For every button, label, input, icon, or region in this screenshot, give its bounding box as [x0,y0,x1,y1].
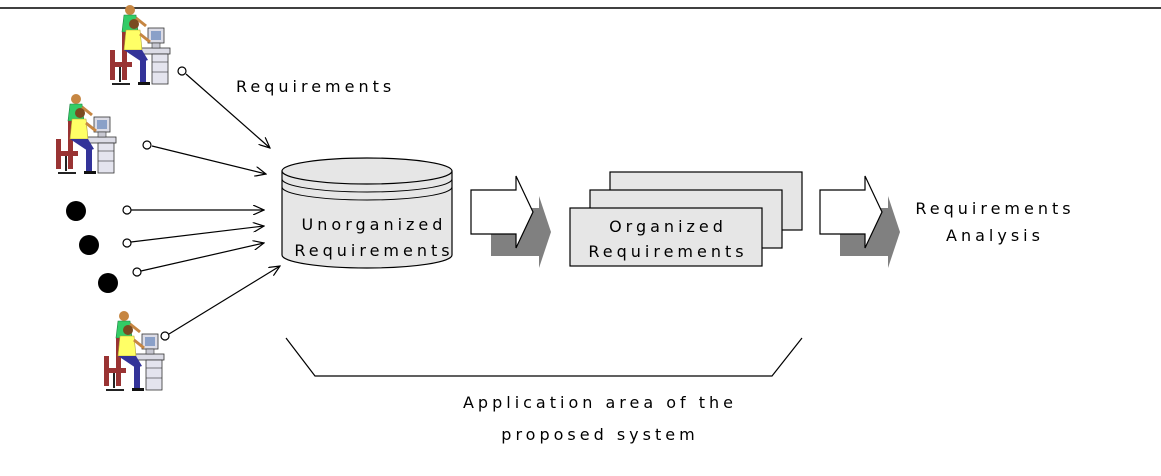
application-area-label: Application area of the proposed system [420,387,780,451]
application-area-line-1: Application area of the [462,393,737,412]
application-area-bracket [285,337,803,377]
unorganized-line-2: Requirements [294,241,454,260]
source-dot-2 [79,235,99,255]
input-arrows [122,66,280,341]
organized-requirements-label: Organized Requirements [572,214,764,264]
application-area-line-2: proposed system [501,425,699,444]
organized-line-1: Organized [609,217,727,236]
source-dot-3 [98,273,118,293]
analysis-line-1: Requirements [915,199,1075,218]
user-icon-2 [54,92,118,176]
block-arrow-2 [819,175,901,269]
unorganized-line-1: Unorganized [301,215,447,234]
user-icon-1 [108,3,172,87]
user-icon-3 [102,309,166,393]
source-dot-1 [66,201,86,221]
unorganized-requirements-label: Unorganized Requirements [282,212,466,264]
block-arrow-1 [470,175,552,269]
database-cylinder-icon [281,157,453,269]
organized-line-2: Requirements [588,242,748,261]
document-stack-icon [569,171,803,267]
requirements-label: Requirements [236,77,396,96]
analysis-line-2: Analysis [946,226,1044,245]
requirements-analysis-label: Requirements Analysis [900,195,1090,249]
